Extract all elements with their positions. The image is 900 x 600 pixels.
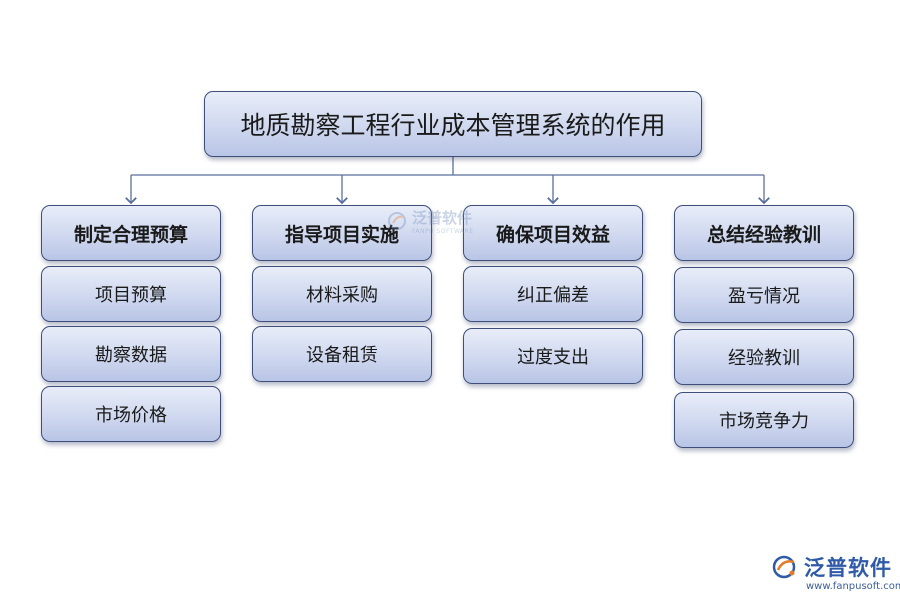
item-box-2-1: 材料采购	[252, 266, 432, 322]
item-box-4-1: 盈亏情况	[674, 267, 854, 323]
category-box-1: 制定合理预算	[41, 205, 221, 261]
brand-name: 泛普软件	[804, 556, 892, 580]
item-box-2-2: 设备租赁	[252, 326, 432, 382]
watermark-text: 泛普软件	[412, 209, 473, 227]
diagram-title: 地质勘察工程行业成本管理系统的作用	[204, 91, 702, 157]
item-box-1-2: 勘察数据	[41, 326, 221, 382]
watermark: 泛普软件 FANPU SOFTWARE	[387, 207, 474, 235]
category-box-4: 总结经验教训	[674, 205, 854, 261]
watermark-subtext: FANPU SOFTWARE	[412, 228, 474, 235]
brand-logo-icon	[772, 555, 796, 579]
item-box-4-3: 市场竞争力	[674, 392, 854, 448]
brand-logo: 泛普软件 www.fanpusoft.com	[770, 552, 900, 592]
item-box-3-1: 纠正偏差	[463, 266, 643, 322]
category-box-3: 确保项目效益	[463, 205, 643, 261]
item-box-1-3: 市场价格	[41, 386, 221, 442]
item-box-1-1: 项目预算	[41, 266, 221, 322]
category-box-2: 指导项目实施	[252, 205, 432, 261]
item-box-4-2: 经验教训	[674, 329, 854, 385]
watermark-logo-icon	[388, 212, 406, 230]
brand-url: www.fanpusoft.com	[806, 581, 900, 592]
item-box-3-2: 过度支出	[463, 328, 643, 384]
